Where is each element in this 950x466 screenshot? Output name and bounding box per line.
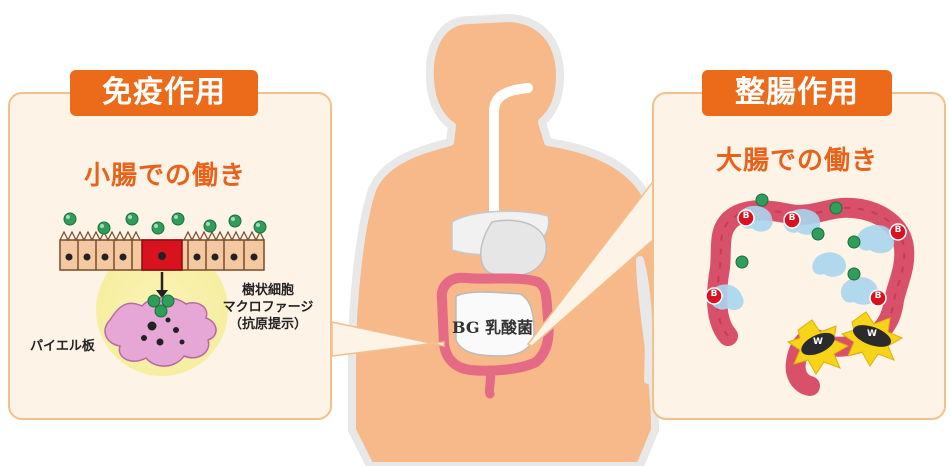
- bad-bacteria: [786, 311, 904, 375]
- w-letter-2: W: [867, 329, 877, 339]
- b-letter-1: B: [710, 289, 718, 299]
- small-intestine-subtitle: 小腸での働き: [84, 161, 247, 191]
- label-antigen: （抗原提示）: [228, 317, 307, 332]
- large-intestine-subtitle: 大腸での働き: [716, 146, 879, 176]
- b-letter-2: B: [742, 211, 750, 221]
- label-macrophage: マクロファージ: [222, 300, 314, 315]
- label-dendritic: 樹状細胞: [241, 283, 294, 298]
- left-connector: [331, 321, 445, 357]
- w-letter-1: W: [813, 337, 823, 347]
- small-intestine: [455, 291, 535, 357]
- peyer-patch-label: パイエル板: [30, 339, 95, 354]
- stomach: [480, 219, 547, 278]
- immune-panel-title: 免疫作用: [70, 70, 258, 116]
- dendritic-macrophage-label: 樹状細胞 マクロファージ （抗原提示）: [214, 282, 322, 333]
- b-letter-3: B: [788, 213, 796, 223]
- esophagus: [489, 83, 533, 225]
- b-letter-5: B: [874, 291, 882, 301]
- good-bacteria-b: [705, 209, 907, 307]
- rectum: [484, 365, 496, 399]
- intestinal-panel-title: 整腸作用: [702, 70, 892, 116]
- b-letter-4: B: [894, 225, 902, 235]
- bg-lactobacillus-label: BG 乳酸菌: [452, 318, 534, 337]
- bacteria-group-large: [735, 193, 861, 281]
